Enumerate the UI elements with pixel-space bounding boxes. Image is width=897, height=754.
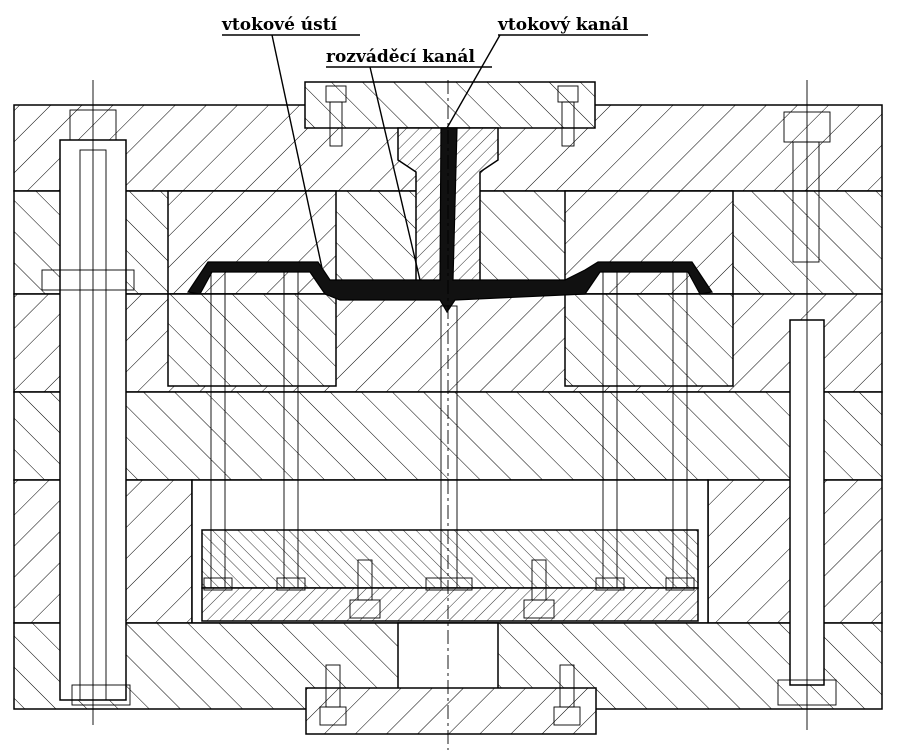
guide-pillar-left (41, 80, 135, 725)
ejector-plates (201, 529, 699, 622)
labels: vtokové ústí vtokový kanál rozváděcí kan… (221, 15, 648, 281)
screws (319, 85, 581, 726)
label-sprue: vtokový kanál (497, 15, 629, 35)
label-runner: rozváděcí kanál (326, 47, 475, 67)
label-gate: vtokové ústí (221, 15, 338, 35)
ejector-pins (203, 271, 695, 591)
guide-pillar-right (777, 80, 837, 730)
